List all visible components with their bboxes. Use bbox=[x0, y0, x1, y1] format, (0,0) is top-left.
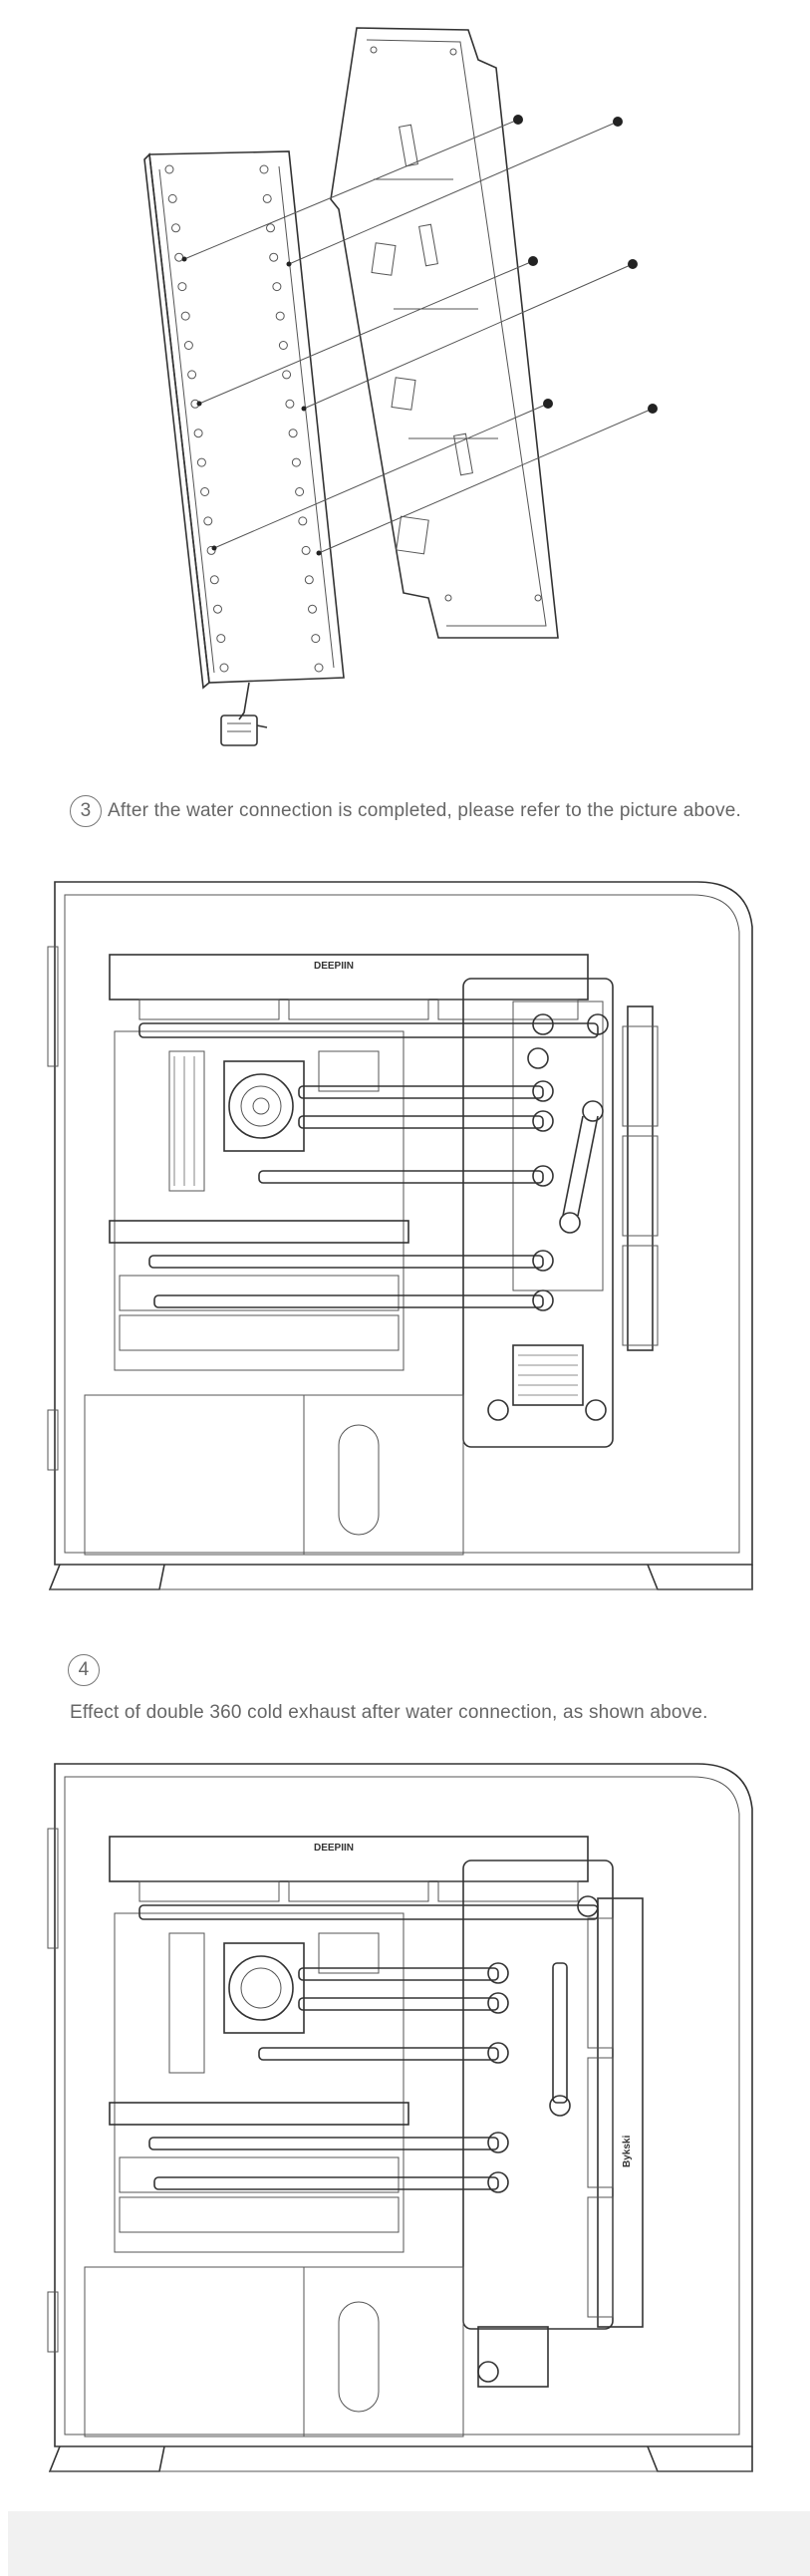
callout-dot bbox=[543, 399, 553, 409]
plate-hole bbox=[164, 164, 174, 174]
plate-hole bbox=[206, 545, 216, 555]
plate-hole bbox=[209, 575, 219, 585]
step-3-text: After the water connection is completed,… bbox=[108, 800, 742, 822]
plate-hole bbox=[308, 604, 317, 614]
cpu-waterblock bbox=[223, 1060, 305, 1152]
callout-line bbox=[303, 263, 634, 410]
distro-plate-diagram bbox=[0, 0, 810, 777]
plate-hole bbox=[272, 282, 282, 292]
psu-shroud bbox=[84, 1394, 464, 1556]
callout-dot bbox=[211, 545, 217, 551]
plate-hole bbox=[203, 516, 213, 526]
callout-dot bbox=[301, 406, 307, 412]
plate-hole bbox=[174, 252, 184, 262]
gpu bbox=[109, 1220, 409, 1351]
callout-dot bbox=[648, 404, 658, 414]
plate-hole bbox=[213, 604, 222, 614]
top-radiator-b: DEEPIIN bbox=[109, 1836, 589, 1902]
plate-hole bbox=[288, 429, 298, 438]
pc-case-outline-b bbox=[47, 1763, 753, 2472]
step-4-caption: Effect of double 360 cold exhaust after … bbox=[70, 1702, 708, 1723]
plate-hole bbox=[180, 311, 190, 321]
cpu-waterblock-b bbox=[223, 1942, 305, 2034]
mounting-bracket bbox=[330, 27, 559, 639]
top-radiator: DEEPIIN bbox=[109, 954, 589, 1020]
hard-tubes-b bbox=[138, 1895, 599, 2193]
motherboard bbox=[114, 1030, 405, 1371]
callout-line bbox=[288, 121, 619, 265]
plate-hole bbox=[187, 370, 197, 380]
case-loop-diagram-b: DEEPIIN Bykski bbox=[0, 1749, 810, 2506]
side-radiator-b: Bykski bbox=[587, 1897, 644, 2328]
side-radiator bbox=[622, 1005, 659, 1351]
plate-hole bbox=[278, 341, 288, 350]
plate-hole bbox=[304, 575, 314, 585]
callout-dot bbox=[613, 117, 623, 127]
distro-plate-b bbox=[462, 1860, 614, 2388]
plate-hole bbox=[196, 457, 206, 467]
plate-hole bbox=[295, 487, 305, 496]
step-3-number: 3 bbox=[70, 795, 102, 827]
plate-hole bbox=[262, 193, 272, 203]
callout-dot bbox=[528, 256, 538, 266]
callout-dot bbox=[316, 550, 322, 556]
plate-hole bbox=[311, 634, 321, 644]
case-loop-diagram-a: DEEPIIN bbox=[0, 867, 810, 1634]
pc-case-outline bbox=[47, 881, 753, 1590]
callout-dot bbox=[628, 259, 638, 269]
plate-hole bbox=[298, 516, 308, 526]
plate-hole bbox=[193, 429, 203, 438]
distro-plate bbox=[462, 978, 614, 1448]
plate-hole bbox=[177, 282, 187, 292]
plate-hole bbox=[266, 223, 275, 233]
screw-callouts bbox=[181, 115, 658, 556]
footer-band bbox=[8, 2511, 810, 2576]
callout-line bbox=[198, 260, 534, 405]
plate-hole bbox=[275, 311, 285, 321]
step-4-number-wrap: 4 bbox=[68, 1654, 106, 1686]
plate-hole bbox=[167, 193, 177, 203]
callout-dot bbox=[513, 115, 523, 125]
cable-connector bbox=[220, 682, 268, 746]
psu-shroud-b bbox=[84, 2266, 464, 2437]
callout-line bbox=[213, 403, 549, 549]
callout-dot bbox=[286, 261, 292, 267]
hard-tubes bbox=[138, 1013, 609, 1311]
step-4-number: 4 bbox=[68, 1654, 100, 1686]
plate-hole bbox=[183, 341, 193, 350]
callout-dot bbox=[196, 401, 202, 407]
plate-hole bbox=[269, 252, 279, 262]
step-3-caption: 3 After the water connection is completed… bbox=[70, 795, 741, 827]
top-radiator-brand-b: DEEPIIN bbox=[314, 1843, 354, 1854]
plate-hole bbox=[282, 370, 292, 380]
callout-line bbox=[318, 408, 654, 554]
plate-hole bbox=[291, 457, 301, 467]
plate-hole bbox=[301, 545, 311, 555]
plate-hole bbox=[216, 634, 226, 644]
motherboard-b bbox=[114, 1912, 405, 2253]
plate-hole bbox=[285, 399, 295, 409]
plate-hole bbox=[219, 663, 229, 673]
gpu-b bbox=[109, 2102, 409, 2233]
callout-dot bbox=[181, 256, 187, 262]
plate-hole bbox=[200, 487, 210, 496]
side-radiator-brand: Bykski bbox=[622, 2136, 633, 2167]
callout-line bbox=[183, 119, 519, 260]
distribution-plate bbox=[143, 150, 345, 690]
plate-hole bbox=[259, 164, 269, 174]
plate-hole bbox=[171, 223, 180, 233]
top-radiator-brand: DEEPIIN bbox=[314, 961, 354, 972]
plate-hole bbox=[314, 663, 324, 673]
